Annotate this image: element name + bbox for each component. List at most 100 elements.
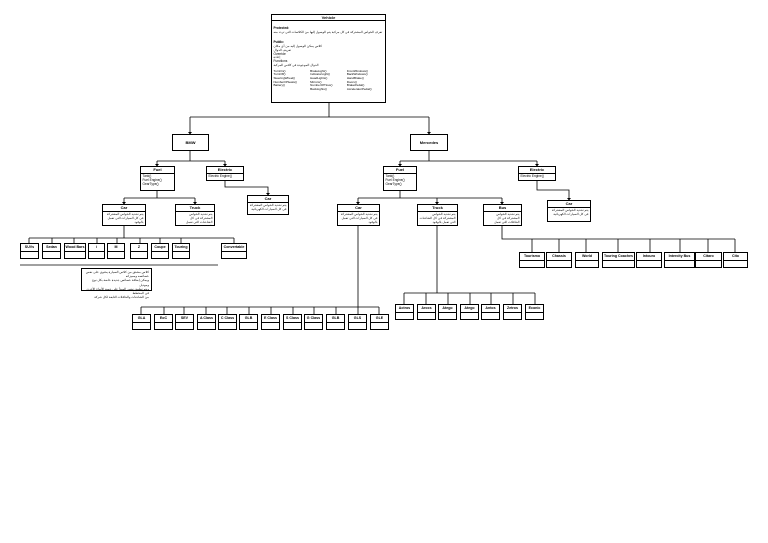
function-item: IndicatorLight()	[310, 72, 331, 77]
mercedes-box: Mercedes	[410, 134, 448, 151]
bmw-box: BMW	[172, 134, 209, 151]
mercedes-electric-box: Electric Electric Engine()	[518, 166, 556, 181]
mercedes-truck-title: Truck	[418, 205, 457, 212]
mercedes-car-model-name: GLB	[327, 315, 344, 323]
mercedes-car-model-box: GLB	[239, 314, 258, 330]
mercedes-truck-model-box: Zetros	[503, 304, 522, 320]
mercedes-car-model-box: E Class	[261, 314, 280, 330]
bmw-car-model-box: M	[107, 243, 125, 259]
bmw-electric-box: Electric Electric Engine()	[206, 166, 244, 181]
bmw-car-model-name: Convertable	[222, 244, 246, 252]
mercedes-bus-model-box: Intercity Bus	[664, 252, 695, 268]
mercedes-car-desc: يتم تحديد الخواص المشتركة في كل السيارات…	[340, 212, 378, 224]
mercedes-truck-desc: يتم تحديد الخواص المشتركة في كل الشاحنات…	[419, 212, 456, 224]
mercedes-car-box: Car يتم تحديد الخواص المشتركة في كل السي…	[337, 204, 380, 226]
bmw-truck-title: Truck	[176, 205, 214, 212]
mercedes-truck-model-name: Econic	[526, 305, 543, 313]
bmw-car-model-box: i	[88, 243, 105, 259]
function-item: NumberOfSeats()	[273, 79, 298, 84]
mercedes-car-model-name: SEV	[176, 315, 193, 323]
mercedes-truck-model-box: Atego	[438, 304, 457, 320]
function-item: TurnOn()	[273, 68, 286, 73]
bmw-car-model-name: Sedan	[43, 244, 60, 252]
mercedes-car-model-box: GLS	[348, 314, 367, 330]
public-sub: تعريف الدوال	[273, 47, 292, 52]
mercedes-car-model-box: S Class	[283, 314, 302, 330]
bmw-car-model-name: i	[89, 244, 104, 252]
mercedes-car-model-name: GLS	[349, 315, 366, 323]
mercedes-bus-model-name: Citaro	[696, 253, 721, 261]
bmw-car-model-box: Coupe	[151, 243, 169, 259]
mercedes-fuel-title: Fuel	[384, 167, 416, 174]
mercedes-bus-model-box: Tourismo	[519, 252, 545, 268]
mercedes-car-model-name: EoC	[155, 315, 172, 323]
bmw-electric-car-title: Car	[248, 196, 288, 203]
mercedes-car-model-name: E Class	[262, 315, 279, 323]
mercedes-bus-model-name: Tourismo	[520, 253, 544, 261]
mercedes-bus-title: Bus	[484, 205, 521, 212]
mercedes-truck-model-box: Econic	[525, 304, 544, 320]
bmw-car-desc: يتم تحديد الخواص المشتركة في كل السيارات…	[106, 212, 144, 224]
mercedes-bus-model-box: Chassis	[546, 252, 572, 268]
bmw-electric-title: Electric	[207, 167, 243, 174]
bmw-car-model-name: Z	[131, 244, 147, 252]
mercedes-car-model-name: C Class	[219, 315, 236, 323]
bmw-car-model-box: Touring	[172, 243, 190, 259]
protected-label: Protected:	[273, 25, 290, 30]
mercedes-truck-model-name: Arocs	[418, 305, 435, 313]
function-item: BrakePedal()	[346, 83, 365, 88]
mercedes-title: Mercedes	[419, 140, 439, 145]
mercedes-bus-model-name: World	[576, 253, 598, 261]
functions-label: Functions	[273, 59, 288, 64]
function-item: HeadLights()	[310, 75, 328, 80]
function-item: BrakeLight()	[310, 68, 327, 73]
mercedes-car-model-box: G Class	[304, 314, 323, 330]
mercedes-car-model-name: GLE	[371, 315, 388, 323]
bmw-electric-fields: Electric Engine()	[208, 174, 232, 178]
mercedes-car-model-box: EoC	[154, 314, 173, 330]
bmw-car-model-name: Wood Bars	[65, 244, 85, 252]
mercedes-electric-car-desc: يتم تحديد الخواص المشتركة في كل السيارات…	[551, 208, 589, 216]
mercedes-bus-model-box: Touring Coaches	[602, 252, 635, 268]
mercedes-electric-fields: Electric Engine()	[520, 174, 544, 178]
mercedes-bus-model-name: Chassis	[547, 253, 571, 261]
mercedes-truck-model-name: Atego	[461, 305, 478, 313]
mercedes-electric-car-box: Car يتم تحديد الخواص المشتركة في كل السي…	[547, 200, 591, 222]
bmw-car-model-name: M	[108, 244, 124, 252]
mercedes-truck-model-box: Antos	[481, 304, 500, 320]
vehicle-class-box: Vehicle Protected: تعرف الخواص المشتركة …	[271, 14, 386, 103]
vehicle-title: Vehicle	[272, 15, 385, 21]
mercedes-bus-model-box: Intouro	[636, 252, 662, 268]
function-item: Battery()	[273, 83, 286, 88]
bmw-electric-car-desc: يتم تحديد الخواص المشتركة في كل السيارات…	[249, 203, 287, 211]
bmw-car-title: Car	[103, 205, 145, 212]
bmw-title: BMW	[185, 140, 196, 145]
mercedes-car-model-name: S Class	[284, 315, 301, 323]
mercedes-truck-model-name: Zetros	[504, 305, 521, 313]
mercedes-car-model-name: GLB	[240, 315, 257, 323]
function-item: HandBrake()	[346, 75, 364, 80]
bmw-fuel-box: Fuel Tank() Fuel Engine() GearType()	[140, 166, 175, 191]
functions-sub: الدوال الموجودة في كلاس المركبة	[273, 62, 319, 67]
bmw-truck-box: Truck يتم تحديد الخواص المشتركة في كل ال…	[175, 204, 215, 226]
mercedes-truck-model-box: Atego	[460, 304, 479, 320]
protected-text: تعرف الخواص المشتركة في كل مركبة يتم الو…	[273, 29, 383, 34]
mercedes-bus-model-box: Cito	[723, 252, 748, 268]
mercedes-car-model-name: A Class	[198, 315, 215, 323]
mercedes-truck-model-name: Antos	[482, 305, 499, 313]
mercedes-car-model-box: GLE	[370, 314, 389, 330]
bmw-truck-desc: يتم تحديد الخواص المشتركة في كل الشاحنات…	[185, 212, 213, 226]
mercedes-car-model-box: C Class	[218, 314, 237, 330]
inheritance-note: كلاس مشتق من كلاس السيارة يحتوي على نفس …	[81, 268, 152, 299]
function-item: Doors()	[346, 79, 357, 84]
function-item: BackWindows()	[346, 72, 368, 77]
mercedes-bus-model-box: World	[575, 252, 599, 268]
mercedes-electric-car-title: Car	[548, 201, 590, 208]
bmw-car-model-name: Coupe	[152, 244, 168, 252]
bmw-car-model-box: Z	[130, 243, 148, 259]
function-item: AcceleratorPedal()	[346, 86, 372, 91]
public-text: كلاس يمكن الوصول إليه من أي مكان	[273, 43, 323, 48]
function-item: TurnOff()	[273, 72, 286, 77]
mercedes-car-model-box: A Class	[197, 314, 216, 330]
function-item: Mirrors()	[310, 79, 322, 84]
